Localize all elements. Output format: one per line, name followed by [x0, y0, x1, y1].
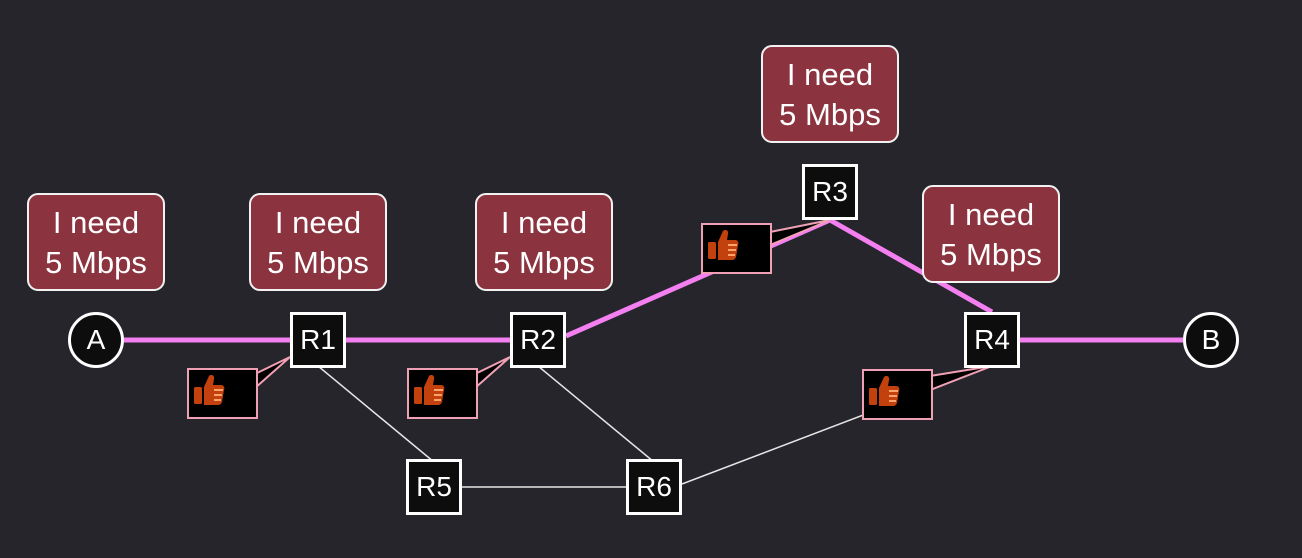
request-line-2: 5 Mbps	[493, 245, 595, 280]
ack-callout-r1	[187, 368, 258, 419]
ack-callout-r2	[407, 368, 478, 419]
request-line-1: I need	[274, 205, 362, 240]
endpoint-a: A	[68, 312, 124, 368]
router-r4: R4	[964, 312, 1020, 368]
router-r6: R6	[626, 459, 682, 515]
endpoint-b: B	[1183, 312, 1239, 368]
ack-tail-r3	[769, 219, 831, 247]
router-r1: R1	[290, 312, 346, 368]
thumbs-up-icon	[708, 230, 739, 260]
ack-tail-r4	[929, 365, 993, 392]
link-r1-r5	[317, 365, 435, 463]
router-r2: R2	[510, 312, 566, 368]
request-bubble-r1: I need 5 Mbps	[249, 193, 387, 291]
request-line-1: I need	[947, 197, 1035, 232]
request-line-1: I need	[786, 57, 874, 92]
ack-callout-r3	[701, 223, 772, 274]
ack-tail-r2	[474, 356, 511, 391]
request-bubble-a: I need 5 Mbps	[27, 193, 165, 291]
request-line-1: I need	[500, 205, 588, 240]
request-bubble-r4: I need 5 Mbps	[922, 185, 1060, 283]
thumbs-up-icon	[414, 375, 445, 405]
request-bubble-r3: I need 5 Mbps	[761, 45, 899, 143]
ack-callout-r4	[862, 369, 933, 420]
thumbs-up-icon	[869, 376, 900, 406]
request-line-2: 5 Mbps	[45, 245, 147, 280]
request-line-2: 5 Mbps	[267, 245, 369, 280]
path-r3-r4	[828, 217, 994, 315]
link-r2-r6	[537, 365, 655, 463]
thumbs-up-icon	[194, 375, 225, 405]
request-line-1: I need	[52, 205, 140, 240]
request-line-2: 5 Mbps	[940, 237, 1042, 272]
request-bubble-r2: I need 5 Mbps	[475, 193, 613, 291]
request-line-2: 5 Mbps	[779, 97, 881, 132]
router-r5: R5	[406, 459, 462, 515]
ack-tail-r1	[254, 356, 291, 391]
router-r3: R3	[802, 164, 858, 220]
